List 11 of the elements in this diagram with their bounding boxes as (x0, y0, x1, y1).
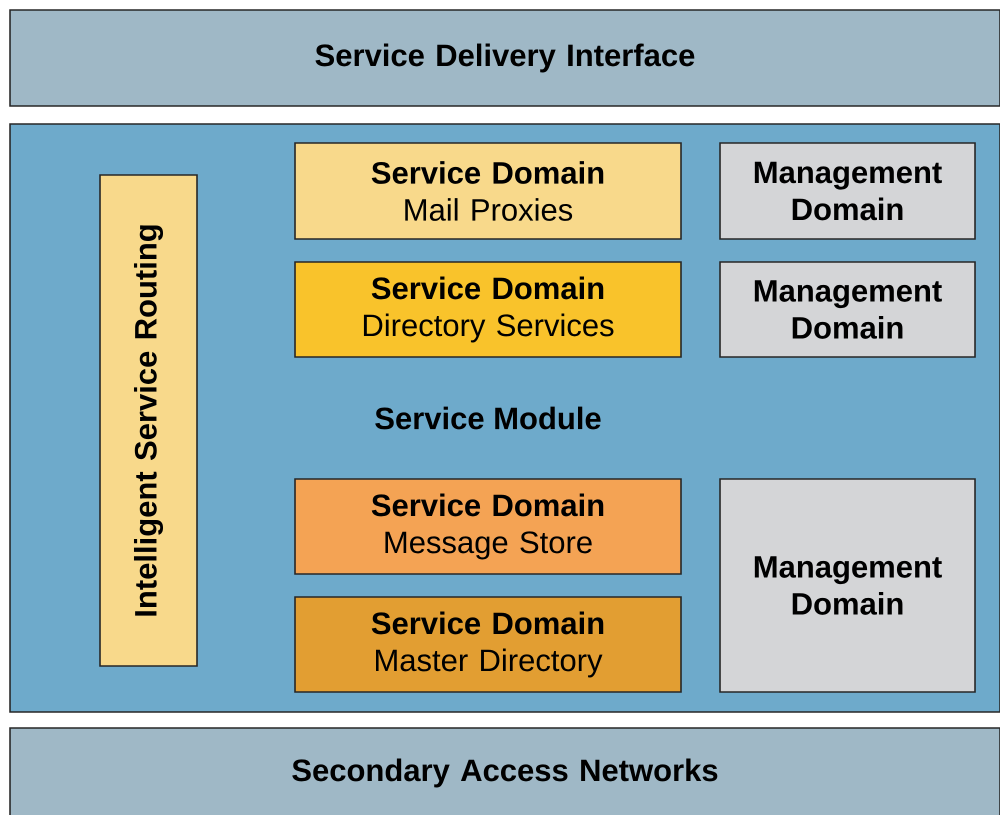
domain-box: Service Domain Message Store (294, 478, 682, 575)
panel-title: Service Module (375, 406, 601, 430)
domain-box: Management Domain (719, 261, 976, 358)
domain-box: Service Domain Directory Services (294, 261, 682, 358)
band: Secondary Access Networks (9, 727, 1000, 815)
domain-box: Service Domain Mail Proxies (294, 142, 682, 240)
domain-box: Management Domain (719, 478, 976, 693)
domain-box: Service Domain Master Directory (294, 596, 682, 693)
routing-bar: Intelligent Service Routing (99, 174, 198, 667)
band: Service Delivery Interface (9, 9, 1000, 107)
domain-box: Management Domain (719, 142, 976, 240)
